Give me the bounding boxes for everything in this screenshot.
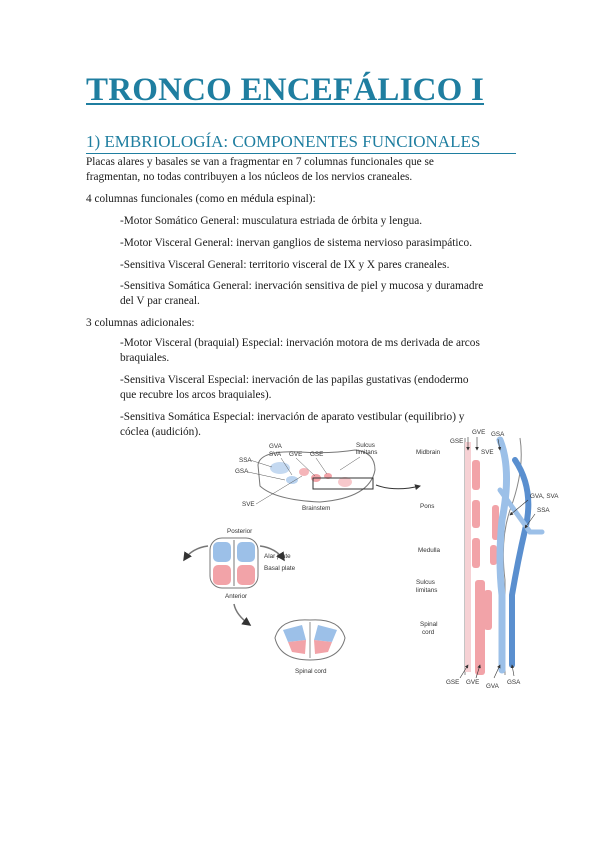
tube-anterior-label: Anterior [225, 593, 247, 600]
motor-somatico-general: -Motor Somático General: musculatura est… [120, 215, 423, 227]
columns-midbrain-label: Midbrain [416, 449, 441, 456]
tube-posterior-label: Posterior [227, 528, 252, 535]
sensitiva-visceral-general: -Sensitiva Visceral General: territorio … [120, 259, 450, 271]
gve-column [484, 590, 492, 630]
page-title: TRONCO ENCEFÁLICO I [86, 72, 485, 108]
brainstem-sve-nucleus [299, 468, 309, 476]
section-heading: 1) EMBRIOLOGÍA: COMPONENTES FUNCIONALES [86, 132, 516, 154]
columns-medulla-label: Medulla [418, 547, 441, 554]
columns-top-gve-label: GVE [472, 429, 485, 436]
brainstem-sve-label: SVE [242, 501, 255, 508]
brainstem-gva-label: GVA [269, 443, 283, 450]
brainstem-name-label: Brainstem [302, 505, 330, 512]
brainstem-limitans-label: limitans [356, 449, 377, 456]
columns-top-gse-label: GSE [450, 438, 463, 445]
gva-column [496, 436, 510, 674]
brainstem-sva-label: SVA [269, 451, 282, 458]
neural-tube-section: Posterior Alar plate Basal plate Anterio… [183, 528, 296, 626]
motor-visceral-general: -Motor Visceral General: inervan ganglio… [120, 237, 473, 249]
gsa-column [509, 457, 532, 668]
columns-bot-gsa-label: GSA [507, 679, 521, 686]
columns-top-sve-label: SVE [481, 449, 494, 456]
spinal-cord-label: Spinal cord [295, 668, 327, 675]
gse-column [465, 442, 471, 672]
callout-arrow [375, 484, 421, 491]
columns-ssa-label: SSA [537, 507, 550, 514]
ssa-column [497, 487, 545, 535]
brainstem-gsa-nucleus [286, 476, 298, 484]
sensitiva-somatica-especial-2: cóclea (audición). [120, 426, 201, 438]
brainstem-gve-label: GVE [289, 451, 302, 458]
columns-bot-gva-label: GVA [486, 683, 500, 690]
motor-visceral-especial-2: braquiales. [120, 352, 170, 364]
four-columns-heading: 4 columnas funcionales (como en médula e… [86, 193, 316, 205]
columns-limitans-label: limitans [416, 587, 437, 594]
sensitiva-somatica-general-2: del V par craneal. [120, 295, 200, 307]
brainstem-ssa-label: SSA [239, 457, 252, 464]
sensitiva-somatica-especial-1: -Sensitiva Somática Especial: inervación… [120, 411, 465, 423]
tube-alar-label: Alar plate [264, 553, 291, 560]
sensitiva-visceral-especial-1: -Sensitiva Visceral Especial: inervación… [120, 374, 469, 386]
motor-visceral-especial-1: -Motor Visceral (braquial) Especial: ine… [120, 337, 480, 349]
column-diagram: Midbrain Pons Medulla Sulcus limitans Sp… [416, 429, 559, 690]
brainstem-gse-label: GSE [310, 451, 323, 458]
tube-basal-label: Basal plate [264, 565, 296, 572]
intro-line-1: Placas alares y basales se van a fragmen… [86, 156, 434, 168]
columns-sulcus-label: Sulcus [416, 579, 435, 586]
columns-bot-gse-label: GSE [446, 679, 459, 686]
columns-top-gsa-label: GSA [491, 431, 505, 438]
brainstem-callout-box [312, 477, 374, 490]
brainstem-ssa-nucleus [270, 462, 290, 474]
columns-gva-sva-label: GVA, SVA [530, 493, 559, 500]
intro-line-2: fragmentan, no todas contribuyen a los n… [86, 171, 413, 183]
brainstem-section: GVA SVA GVE GSE Sulcus limitans SSA GSA … [235, 442, 377, 512]
sensitiva-visceral-especial-2: que recubre los arcos braquiales). [120, 389, 272, 401]
brainstem-gsa-label: GSA [235, 468, 249, 475]
three-columns-heading: 3 columnas adicionales: [86, 317, 195, 329]
spinal-cord-section: Spinal cord [274, 619, 346, 675]
columns-cord-label: cord [422, 629, 435, 636]
sensitiva-somatica-general-1: -Sensitiva Somática General: inervación … [120, 280, 484, 292]
brainstem-sulcus-label: Sulcus [356, 442, 375, 449]
columns-spinal-label: Spinal [420, 621, 438, 628]
columns-bot-gve-label: GVE [466, 679, 479, 686]
columns-pons-label: Pons [420, 503, 434, 510]
functional-columns-figure: GVA SVA GVE GSE Sulcus limitans SSA GSA … [183, 429, 559, 690]
